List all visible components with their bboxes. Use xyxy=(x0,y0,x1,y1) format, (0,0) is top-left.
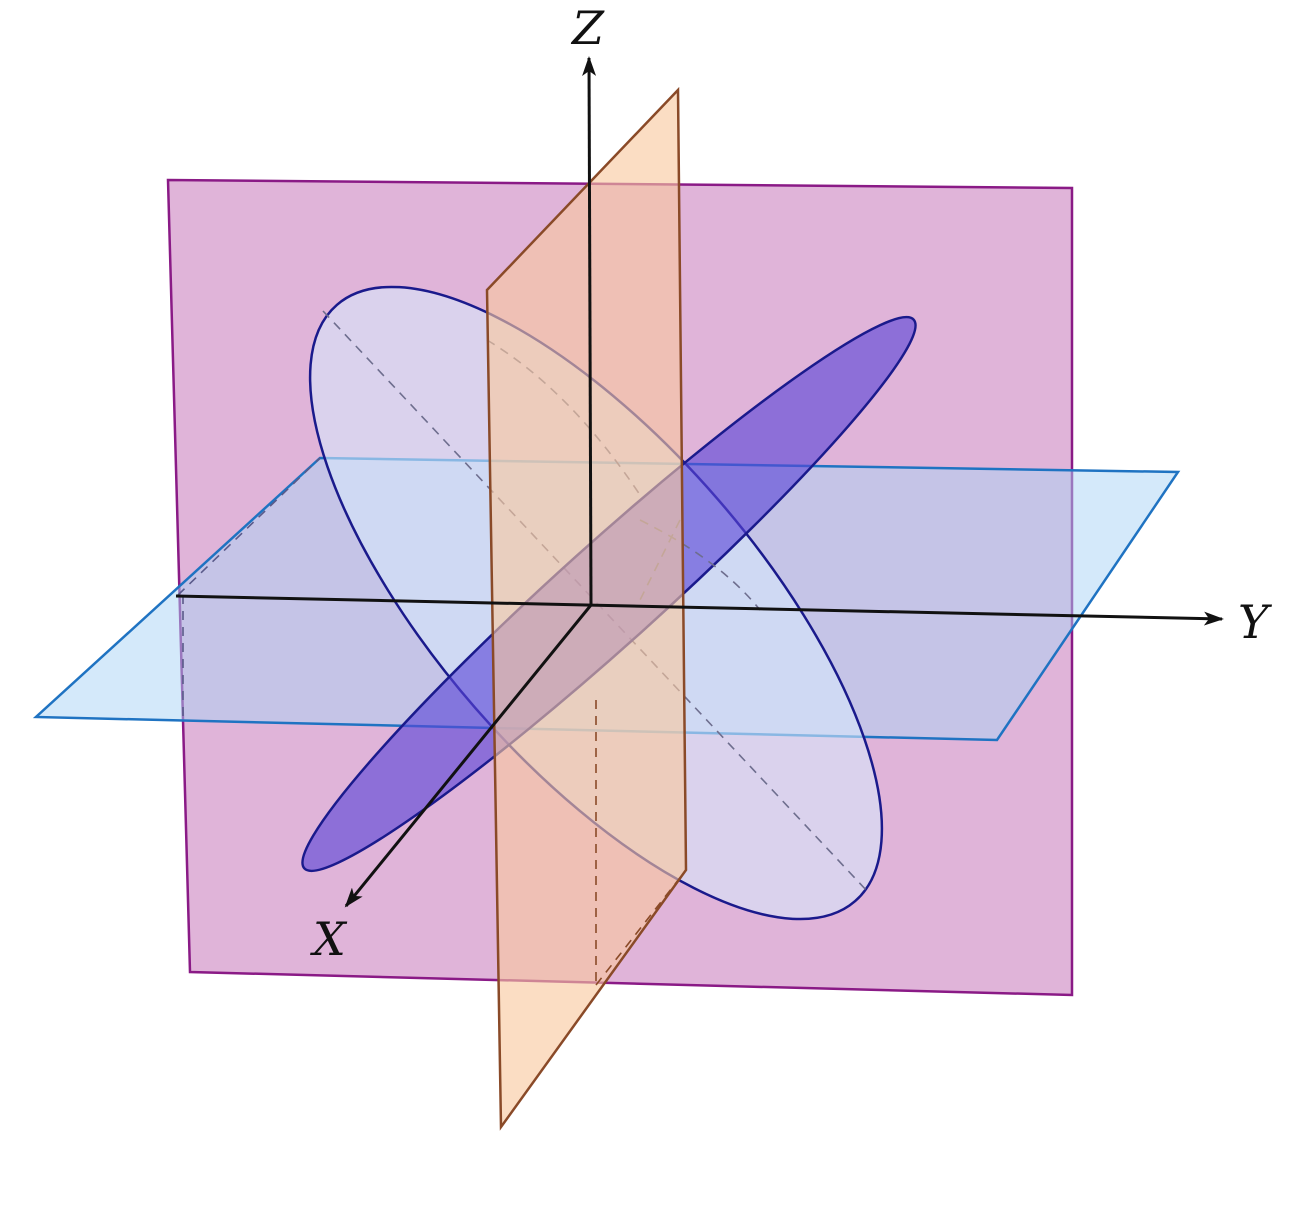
y-axis-label: Y xyxy=(1238,595,1273,649)
light-ellipse-major-axis xyxy=(322,310,869,893)
xy-plane-hidden-edges xyxy=(177,457,321,717)
axes xyxy=(175,56,1224,908)
yz-plane-hidden-edges xyxy=(595,89,687,986)
z-axis-label: Z xyxy=(570,1,605,55)
z-axis xyxy=(582,56,597,606)
x-axis-label: X xyxy=(310,912,348,966)
x-axis xyxy=(344,604,593,908)
y-axis xyxy=(175,594,1224,626)
